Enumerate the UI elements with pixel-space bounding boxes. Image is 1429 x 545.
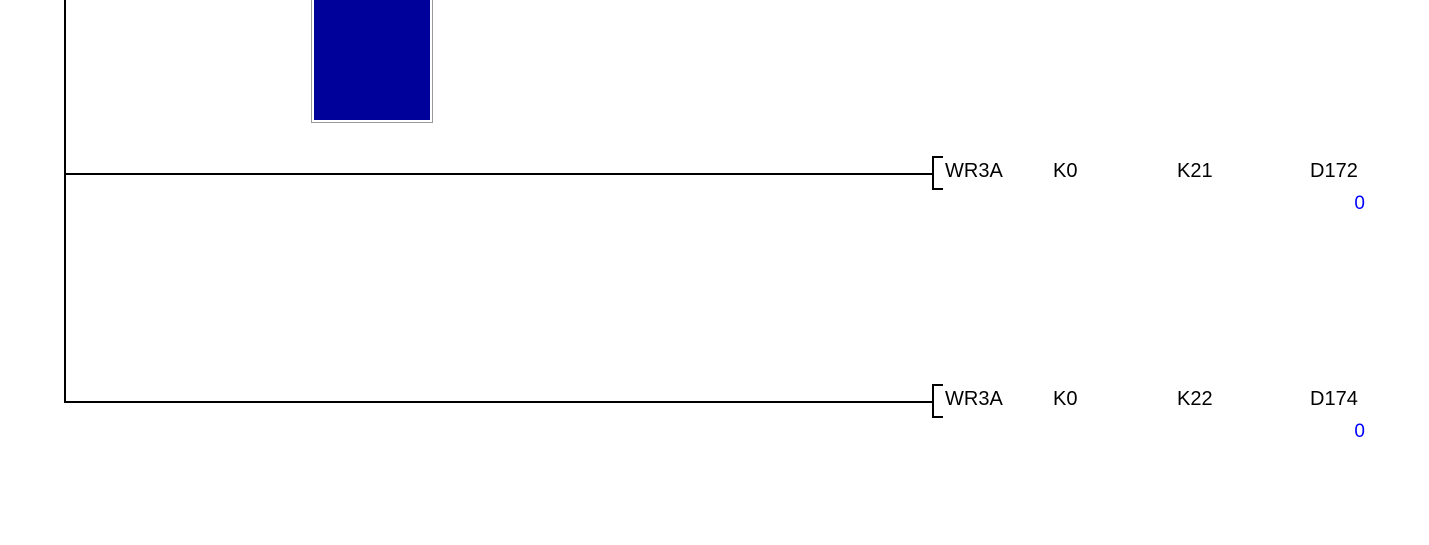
rung-2-instruction-mnemonic[interactable]: WR3A xyxy=(945,388,1003,410)
rung-1-wire[interactable] xyxy=(64,173,933,175)
rung-2-operand-3[interactable]: D174 xyxy=(1310,388,1358,410)
rung-2-operand-1[interactable]: K0 xyxy=(1053,388,1078,410)
rung-2-operand-2[interactable]: K22 xyxy=(1177,388,1213,410)
left-power-rail xyxy=(64,0,66,403)
rung-2-instruction-bracket xyxy=(932,384,943,418)
rung-1-operand-1[interactable]: K0 xyxy=(1053,160,1078,182)
rung-1-operand-2[interactable]: K21 xyxy=(1177,160,1213,182)
selection-highlight-block[interactable] xyxy=(311,0,433,123)
rung-2-wire[interactable] xyxy=(64,401,933,403)
rung-2-monitor-value: 0 xyxy=(1354,421,1365,442)
rung-1-monitor-value: 0 xyxy=(1354,193,1365,214)
rung-1-operand-3[interactable]: D172 xyxy=(1310,160,1358,182)
rung-1-instruction-mnemonic[interactable]: WR3A xyxy=(945,160,1003,182)
rung-1-instruction-bracket xyxy=(932,156,943,190)
